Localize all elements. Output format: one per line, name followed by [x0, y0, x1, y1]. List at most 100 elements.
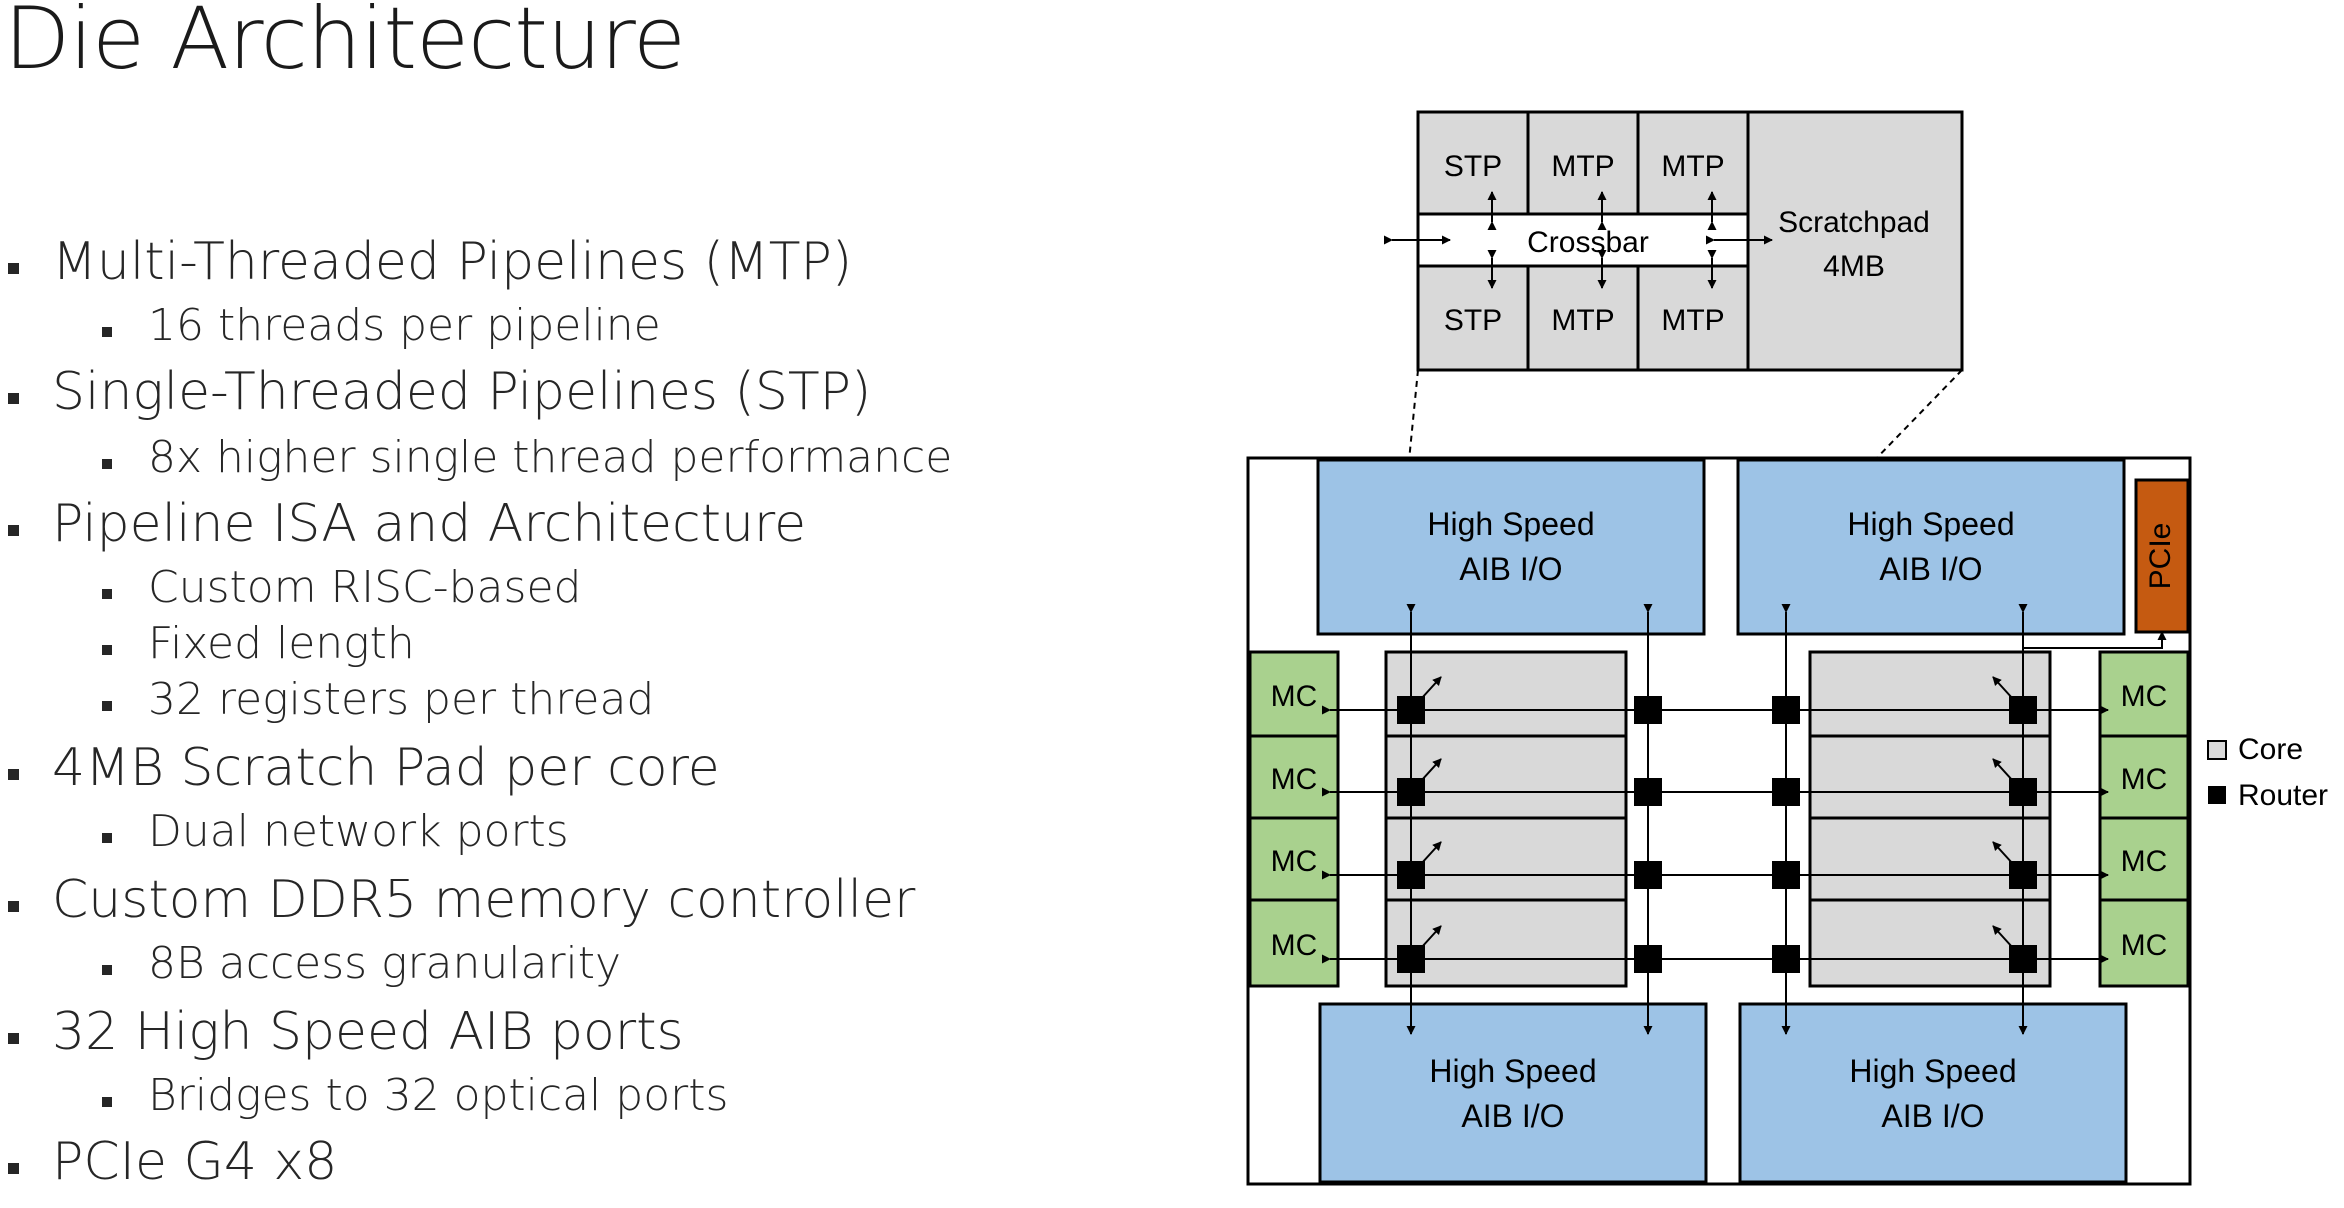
bullet-text: Pipeline ISA and Architecture [52, 494, 807, 554]
bullet-text: 8x higher single thread performance [148, 432, 953, 483]
bullet-text: Custom RISC-based [148, 562, 582, 613]
bullet-marker [8, 393, 19, 404]
block-label: MTP [1661, 150, 1724, 183]
mc-label: MC [2121, 929, 2168, 962]
bullet-text: Bridges to 32 optical ports [148, 1070, 729, 1121]
router [1772, 945, 1800, 973]
bullet-marker [8, 525, 19, 536]
bullet-marker [8, 1033, 19, 1044]
block-label: STP [1444, 304, 1502, 337]
pcie-label: PCIe [2144, 523, 2177, 590]
router [1397, 778, 1425, 806]
aib-io-label: High Speed [1427, 506, 1594, 542]
mc-block [1248, 650, 1340, 738]
aib-io-label: AIB I/O [1881, 1098, 1984, 1134]
mc-block [1248, 898, 1340, 988]
bullet-text: 32 registers per thread [148, 674, 655, 725]
aib-io-label: AIB I/O [1459, 551, 1562, 587]
mc-block [1248, 734, 1340, 820]
core-block [1384, 734, 1628, 820]
crossbar-box [1416, 212, 1750, 268]
mc-block [1248, 816, 1340, 902]
aib-io-block [1316, 458, 1706, 636]
aib-io-label: High Speed [1847, 506, 2014, 542]
mc-label: MC [2121, 763, 2168, 796]
router [1772, 778, 1800, 806]
bullet-text: 16 threads per pipeline [148, 300, 661, 351]
scratchpad-size: 4MB [1823, 250, 1885, 283]
bullet-marker [102, 459, 112, 469]
network-links-horizontal [1322, 705, 2109, 964]
mtp-block [1636, 264, 1750, 372]
bullet-marker [102, 965, 112, 975]
block-label: MTP [1551, 304, 1614, 337]
router [1634, 778, 1662, 806]
bullet-marker [102, 645, 112, 655]
mc-label: MC [2121, 680, 2168, 713]
router [2009, 778, 2037, 806]
bullet-text: Custom DDR5 memory controller [52, 870, 916, 930]
router [1634, 696, 1662, 724]
router [2009, 861, 2037, 889]
pcie-link [2023, 631, 2167, 649]
stp-block [1416, 110, 1530, 216]
aib-io-label: High Speed [1849, 1053, 2016, 1089]
mc-label: MC [1271, 763, 1318, 796]
bullet-text: Single-Threaded Pipelines (STP) [52, 362, 872, 422]
legend-router-swatch [2208, 786, 2226, 804]
bullet-marker [8, 263, 19, 274]
mtp-block [1636, 110, 1750, 216]
bullet-marker [8, 901, 19, 912]
router [2009, 945, 2037, 973]
mc-block [2098, 898, 2190, 988]
bullet-text: 4MB Scratch Pad per core [52, 738, 720, 798]
bullet-marker [102, 589, 112, 599]
router [1397, 861, 1425, 889]
mc-block [2098, 816, 2190, 902]
bullet-text: Fixed length [148, 618, 415, 669]
legend-core-label: Core [2238, 733, 2303, 766]
aib-io-block [1318, 1002, 1708, 1184]
router [1772, 696, 1800, 724]
mc-label: MC [1271, 845, 1318, 878]
router [1634, 945, 1662, 973]
bullet-marker [102, 327, 112, 337]
routers [1397, 696, 2037, 973]
crossbar-label: Crossbar [1527, 226, 1649, 259]
stp-block [1416, 264, 1530, 372]
router [1772, 861, 1800, 889]
bullet-text: 32 High Speed AIB ports [52, 1002, 684, 1062]
mc-label: MC [1271, 929, 1318, 962]
scratchpad-label: Scratchpad [1778, 206, 1930, 239]
block-label: STP [1444, 150, 1502, 183]
core-block [1384, 650, 1628, 738]
aib-io-label: High Speed [1429, 1053, 1596, 1089]
bullet-marker [102, 833, 112, 843]
router [1397, 945, 1425, 973]
legend: Core Router [2207, 733, 2328, 812]
scratchpad-block [1746, 110, 1964, 372]
legend-core-swatch [2207, 740, 2227, 760]
mtp-block [1526, 110, 1640, 216]
mc-label: MC [1271, 680, 1318, 713]
slide-title: Die Architecture [4, 0, 686, 89]
bullet-marker [102, 701, 112, 711]
mc-block [2098, 734, 2190, 820]
bullet-marker [102, 1097, 112, 1107]
bullet-text: Dual network ports [148, 806, 569, 857]
pcie-block [2134, 478, 2190, 634]
mc-label: MC [2121, 845, 2168, 878]
die: High Speed AIB I/O High Speed AIB I/O Hi… [1246, 456, 2192, 1186]
block-label: MTP [1551, 150, 1614, 183]
core-block [1808, 898, 2052, 988]
core-detail: STP MTP MTP STP MTP MTP Crossbar Scratch… [1384, 110, 1964, 372]
mtp-block [1526, 264, 1640, 372]
router [2009, 696, 2037, 724]
legend-router-label: Router [2238, 779, 2328, 812]
bullet-marker [8, 1163, 19, 1174]
crossbar-port-arrows [1384, 191, 1773, 289]
aib-io-label: AIB I/O [1461, 1098, 1564, 1134]
router [1397, 696, 1425, 724]
bullet-text: Multi-Threaded Pipelines (MTP) [52, 232, 853, 292]
